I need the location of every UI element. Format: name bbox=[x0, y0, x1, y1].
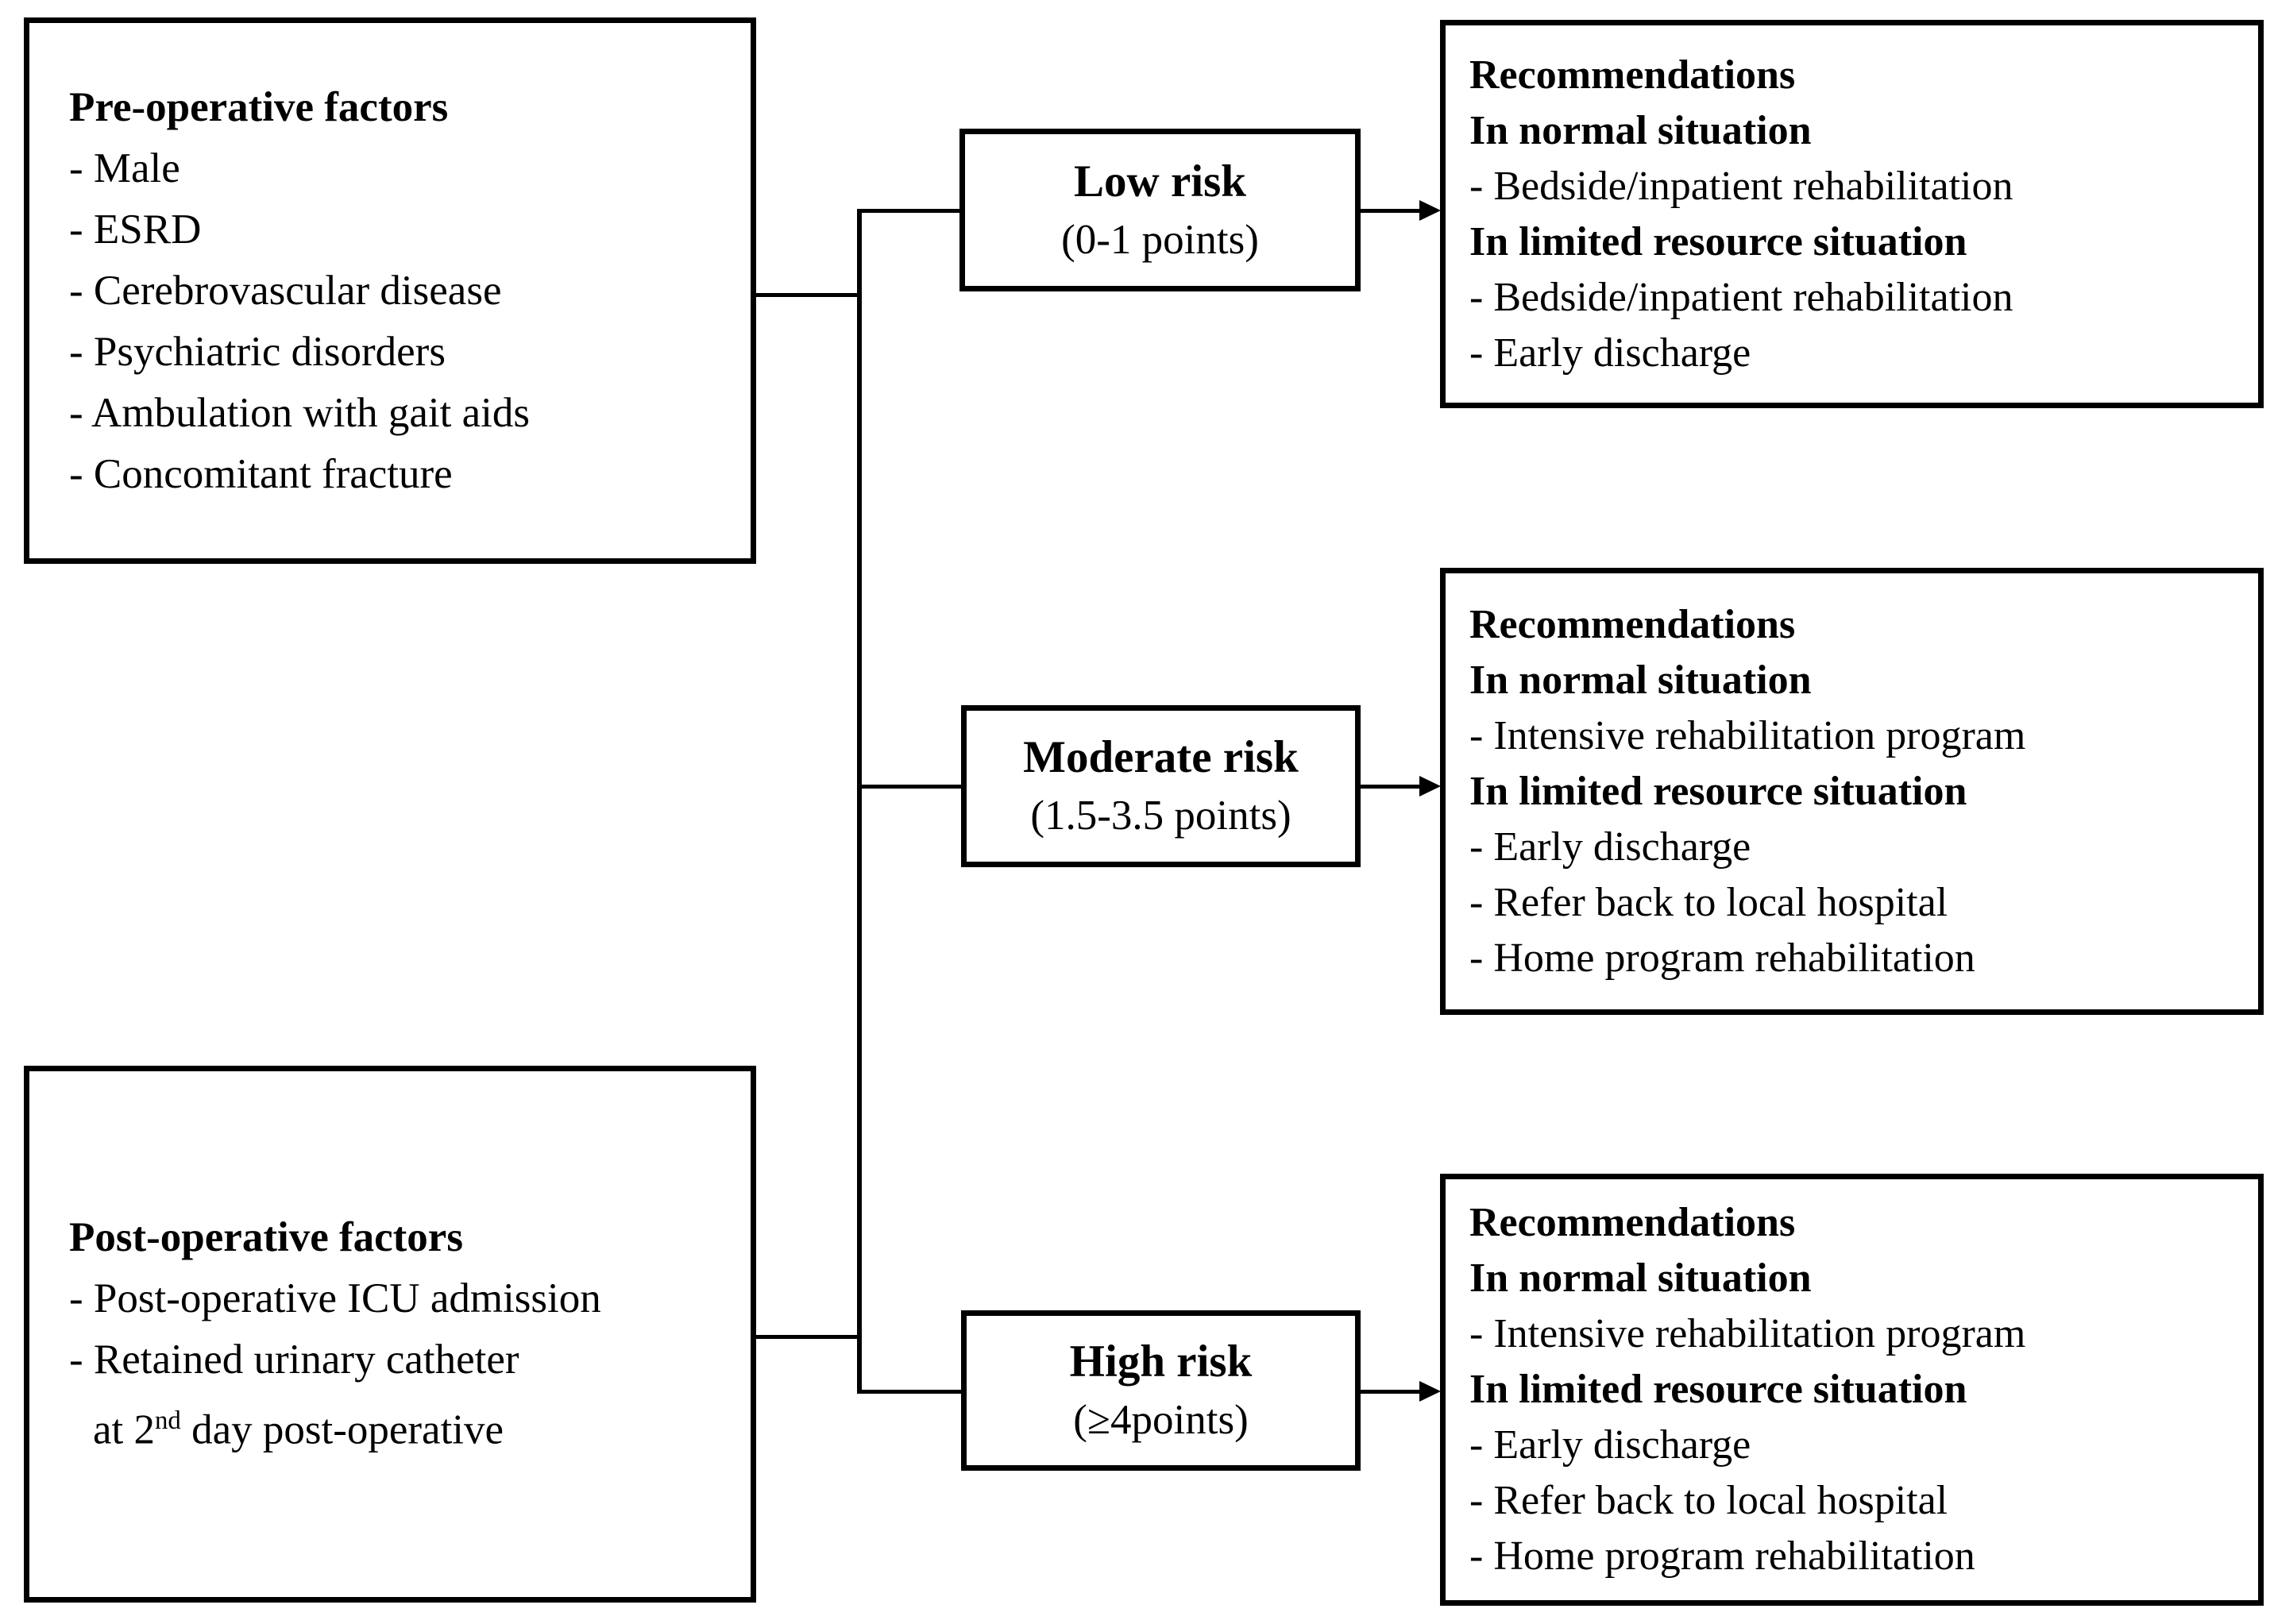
low-risk-box: Low risk (0-1 points) bbox=[959, 129, 1361, 291]
arrow-low-risk-head bbox=[1419, 200, 1441, 221]
rec-item: - Intensive rehabilitation program bbox=[1469, 1311, 2026, 1356]
ordinal-superscript: nd bbox=[155, 1406, 181, 1436]
rec-item: - Intensive rehabilitation program bbox=[1469, 712, 2026, 758]
rec-subheading-normal: In normal situation bbox=[1469, 1256, 1812, 1301]
pre-op-item: - Concomitant fracture bbox=[69, 450, 453, 497]
pre-op-item: - Psychiatric disorders bbox=[69, 328, 446, 375]
rec-subheading-limited: In limited resource situation bbox=[1469, 218, 1967, 264]
pre-op-item: - Cerebrovascular disease bbox=[69, 267, 502, 314]
arrow-high-risk-line bbox=[1361, 1390, 1421, 1394]
catheter-line-end: day post-operative bbox=[180, 1406, 504, 1453]
rec-item: - Early discharge bbox=[1469, 824, 1751, 870]
moderate-risk-box: Moderate risk (1.5-3.5 points) bbox=[961, 705, 1361, 867]
rec-item: - Early discharge bbox=[1469, 330, 1751, 376]
pre-op-title: Pre-operative factors bbox=[69, 83, 449, 130]
arrow-moderate-risk-line bbox=[1361, 785, 1421, 789]
rec-item: - Bedside/inpatient rehabilitation bbox=[1469, 274, 2013, 320]
rec-item: - Home program rehabilitation bbox=[1469, 935, 1975, 981]
connector-post-op-to-trunk bbox=[753, 1335, 859, 1339]
branch-to-low-risk bbox=[859, 209, 959, 213]
connector-pre-op-to-trunk bbox=[753, 293, 859, 297]
post-operative-factors-box: Post-operative factors - Post-operative … bbox=[24, 1066, 756, 1603]
pre-op-item: - ESRD bbox=[69, 206, 202, 253]
moderate-risk-points: (1.5-3.5 points) bbox=[1030, 793, 1291, 839]
rec-heading: Recommendations bbox=[1469, 1200, 1796, 1245]
connector-trunk-line bbox=[857, 209, 862, 1394]
rec-heading: Recommendations bbox=[1469, 52, 1796, 98]
rec-item: - Bedside/inpatient rehabilitation bbox=[1469, 163, 2013, 209]
post-op-item-continuation: at 2nd day post-operative bbox=[69, 1391, 743, 1461]
low-risk-points: (0-1 points) bbox=[1061, 216, 1259, 263]
post-op-item: - Retained urinary catheter bbox=[69, 1337, 519, 1383]
low-risk-recommendations-box: Recommendations In normal situation - Be… bbox=[1440, 20, 2264, 408]
moderate-risk-recommendations-box: Recommendations In normal situation - In… bbox=[1440, 568, 2264, 1015]
pre-op-item: - Male bbox=[69, 145, 180, 191]
rec-subheading-normal: In normal situation bbox=[1469, 107, 1812, 153]
high-risk-recommendations-box: Recommendations In normal situation - In… bbox=[1440, 1174, 2264, 1606]
arrow-high-risk-head bbox=[1419, 1381, 1441, 1402]
arrow-moderate-risk-head bbox=[1419, 776, 1441, 797]
rec-subheading-normal: In normal situation bbox=[1469, 657, 1812, 703]
post-op-title: Post-operative factors bbox=[69, 1214, 463, 1261]
post-op-item: - Post-operative ICU admission bbox=[69, 1275, 601, 1322]
rec-item: - Home program rehabilitation bbox=[1469, 1533, 1975, 1579]
high-risk-points: (≥4points) bbox=[1073, 1397, 1249, 1443]
branch-to-high-risk bbox=[859, 1390, 961, 1394]
pre-op-item: - Ambulation with gait aids bbox=[69, 389, 530, 436]
rec-item: - Refer back to local hospital bbox=[1469, 879, 1948, 925]
high-risk-label: High risk bbox=[1069, 1337, 1253, 1387]
moderate-risk-label: Moderate risk bbox=[1023, 732, 1299, 782]
rec-subheading-limited: In limited resource situation bbox=[1469, 768, 1967, 814]
branch-to-moderate-risk bbox=[859, 785, 961, 789]
arrow-low-risk-line bbox=[1361, 209, 1421, 213]
rec-subheading-limited: In limited resource situation bbox=[1469, 1367, 1967, 1412]
catheter-line-start: at 2 bbox=[93, 1406, 155, 1453]
pre-operative-factors-box: Pre-operative factors - Male - ESRD - Ce… bbox=[24, 17, 756, 564]
rec-item: - Early discharge bbox=[1469, 1422, 1751, 1468]
rec-item: - Refer back to local hospital bbox=[1469, 1478, 1948, 1523]
rec-heading: Recommendations bbox=[1469, 601, 1796, 647]
high-risk-box: High risk (≥4points) bbox=[961, 1310, 1361, 1471]
low-risk-label: Low risk bbox=[1074, 156, 1246, 206]
